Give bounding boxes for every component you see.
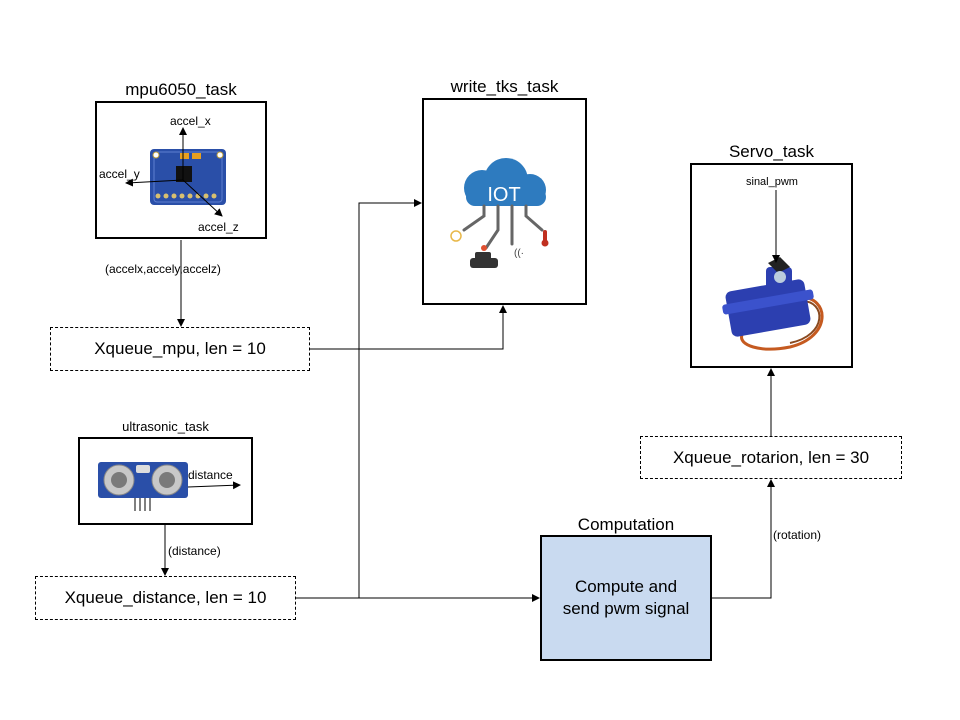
servo-task-title: Servo_task xyxy=(728,142,815,161)
queue-distance-box: Xqueue_distance, len = 10 xyxy=(35,576,296,620)
accel-z-arrow xyxy=(182,179,223,217)
ultrasonic-output-label: (distance) xyxy=(168,544,221,558)
write-task-box: IOT ((· xyxy=(422,98,587,305)
computation-to-queue-rotation-arrow xyxy=(712,479,775,599)
svg-text:((·: ((· xyxy=(514,248,524,259)
mpu6050-board-image xyxy=(150,149,226,205)
distance-label: distance xyxy=(188,468,233,482)
ultrasonic-task-title: ultrasonic_task xyxy=(122,419,209,434)
queue-rotation-label: Xqueue_rotarion, len = 30 xyxy=(672,447,870,467)
mpu-task-box: accel_x accel_y accel_z xyxy=(95,101,267,239)
queue-mpu-label: Xqueue_mpu, len = 10 xyxy=(94,339,266,358)
accel-y-label: accel_y xyxy=(99,167,140,181)
accel-x-label: accel_x xyxy=(170,114,211,128)
mpu-task-title: mpu6050_task xyxy=(125,80,237,99)
queue-distance-to-write-arrow xyxy=(358,199,422,598)
mpu-output-label: (accelx,accely,accelz) xyxy=(105,262,221,276)
computation-line-2: send pwm signal xyxy=(562,599,690,618)
computation-title: Computation xyxy=(577,515,675,534)
servo-task-box: sinal_pwm xyxy=(690,163,853,368)
queue-mpu-box: Xqueue_mpu, len = 10 xyxy=(50,327,310,371)
computation-output-label: (rotation) xyxy=(773,528,822,542)
queue-mpu-to-write-arrow xyxy=(310,305,507,350)
sinal-pwm-label: sinal_pwm xyxy=(746,176,798,188)
queue-distance-label: Xqueue_distance, len = 10 xyxy=(64,588,267,607)
computation-box: Compute and send pwm signal xyxy=(540,535,712,661)
queue-rotation-box: Xqueue_rotarion, len = 30 xyxy=(640,436,902,479)
ultrasonic-sensor-image xyxy=(98,459,190,515)
iot-cloud-image: IOT ((· xyxy=(442,158,572,276)
distance-arrow xyxy=(187,481,241,490)
servo-motor-image xyxy=(720,257,834,353)
computation-line-1: Compute and xyxy=(574,577,678,596)
iot-cloud-text: IOT xyxy=(487,184,520,206)
accel-y-arrow xyxy=(125,178,184,187)
ultrasonic-task-box: distance xyxy=(78,437,253,525)
accel-z-label: accel_z xyxy=(198,220,239,234)
write-task-title: write_tks_task xyxy=(450,77,559,96)
